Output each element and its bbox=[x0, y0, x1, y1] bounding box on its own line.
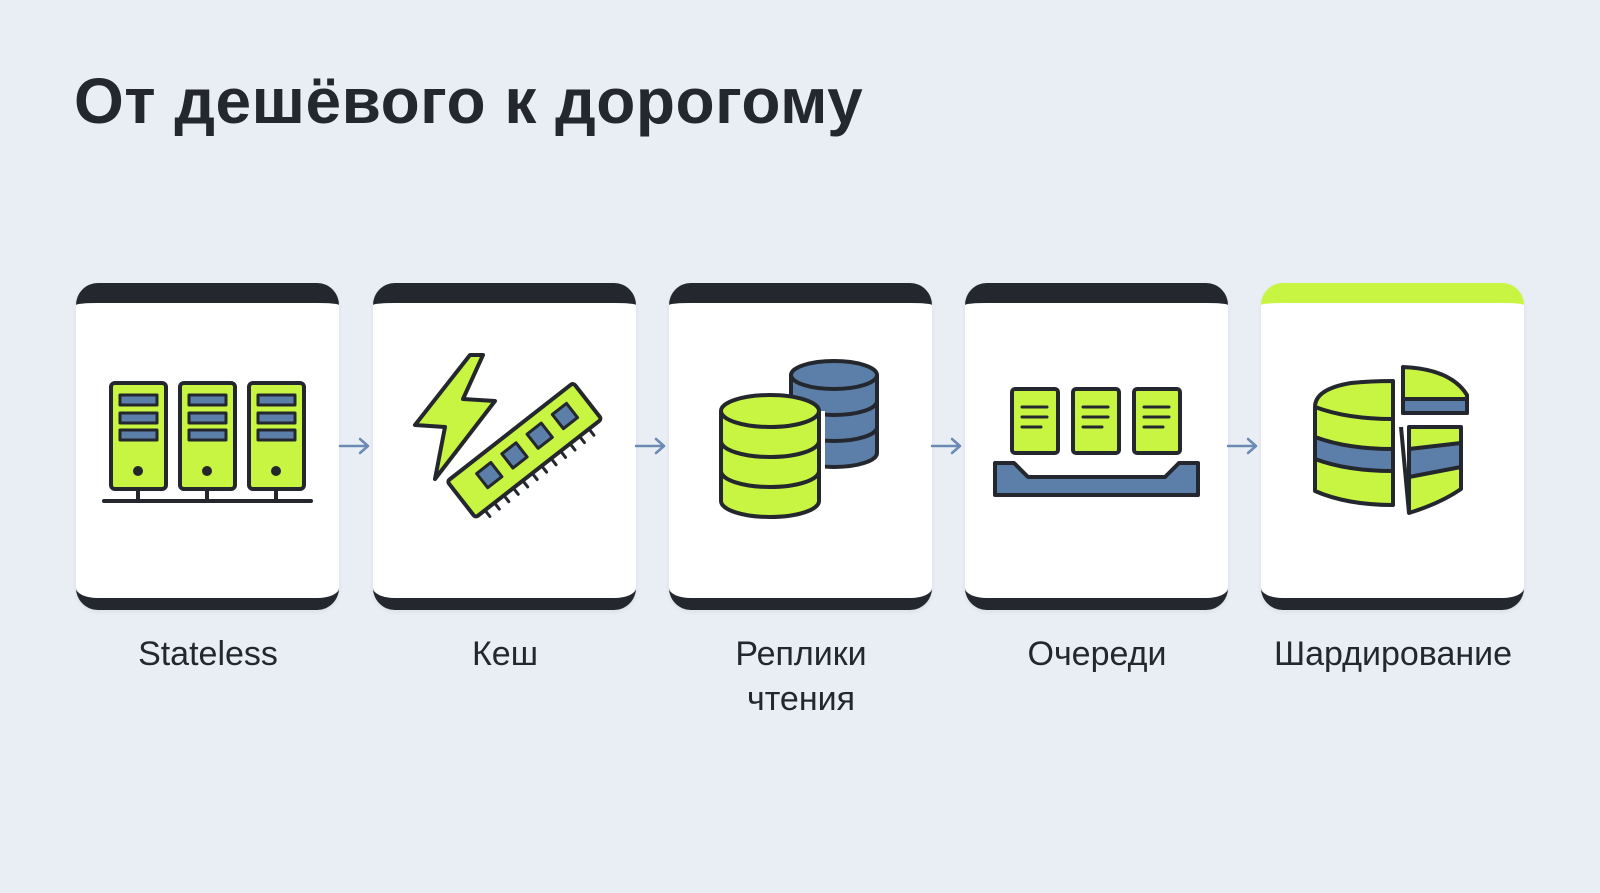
step-label-sharding: Шардирование bbox=[1273, 635, 1513, 673]
arrow-right-icon bbox=[1226, 437, 1258, 455]
sharded-database-icon bbox=[1313, 365, 1469, 515]
step-card-stateless bbox=[76, 283, 339, 610]
step-card-sharding bbox=[1261, 283, 1524, 610]
arrow-right-icon bbox=[930, 437, 962, 455]
arrow-right-icon bbox=[338, 437, 370, 455]
step-label-queues: Очереди bbox=[1027, 635, 1167, 673]
ram-lightning-icon bbox=[413, 353, 603, 519]
message-queue-tray-icon bbox=[993, 387, 1200, 497]
step-card-cache bbox=[373, 283, 636, 610]
step-label-read-replicas: Реплики чтения bbox=[735, 635, 867, 718]
database-replicas-icon bbox=[715, 359, 879, 523]
step-label-cache: Кеш bbox=[472, 635, 538, 673]
page-title: От дешёвого к дорогому bbox=[74, 65, 864, 137]
server-rack-icon bbox=[102, 381, 313, 503]
arrow-right-icon bbox=[634, 437, 666, 455]
step-label-stateless: Stateless bbox=[138, 635, 278, 673]
step-card-queues bbox=[965, 283, 1228, 610]
step-card-read-replicas bbox=[669, 283, 932, 610]
